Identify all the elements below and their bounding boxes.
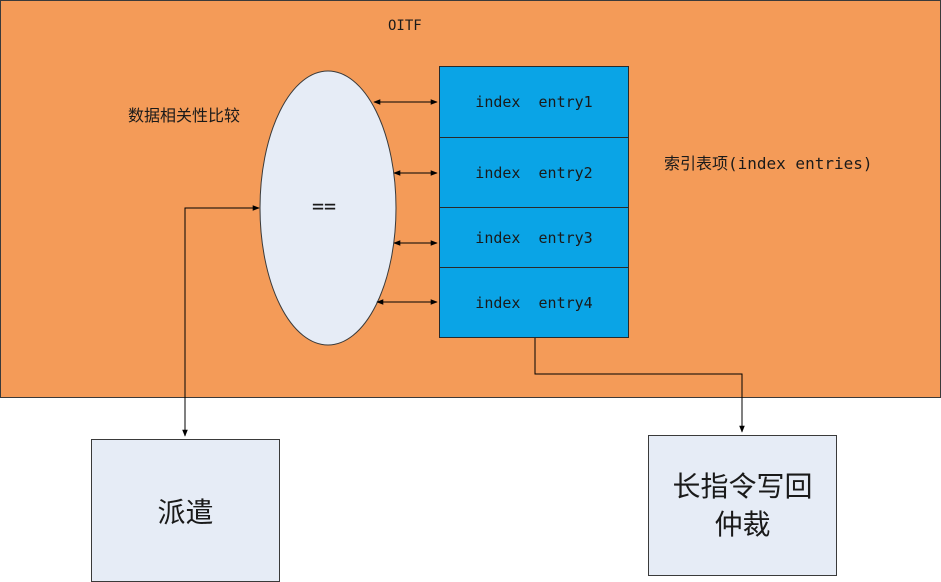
oitf-label: OITF <box>388 18 422 34</box>
index-entry-4: index entry4 <box>475 293 593 312</box>
comparator-ellipse <box>259 70 397 346</box>
arbiter-label-line2: 仲裁 <box>714 507 771 541</box>
table-caption: 索引表项(index entries) <box>664 154 873 173</box>
writeback-arbiter-box: 长指令写回 仲裁 <box>648 435 837 576</box>
dispatch-label: 派遣 <box>157 495 214 529</box>
index-entry-2: index entry2 <box>440 138 628 208</box>
index-table: index entry1 index entry2 index entry3 i… <box>439 66 629 338</box>
comparison-label: 数据相关性比较 <box>128 106 241 125</box>
index-entry-3: index entry3 <box>440 208 628 268</box>
writeback-arrow <box>534 338 745 433</box>
index-entry-1: index entry1 <box>440 67 628 138</box>
dispatch-link-arrow <box>182 205 260 437</box>
dispatch-box: 派遣 <box>91 439 280 582</box>
comparator-symbol: == <box>312 194 337 218</box>
arbiter-label-line1: 长指令写回 <box>672 469 813 503</box>
